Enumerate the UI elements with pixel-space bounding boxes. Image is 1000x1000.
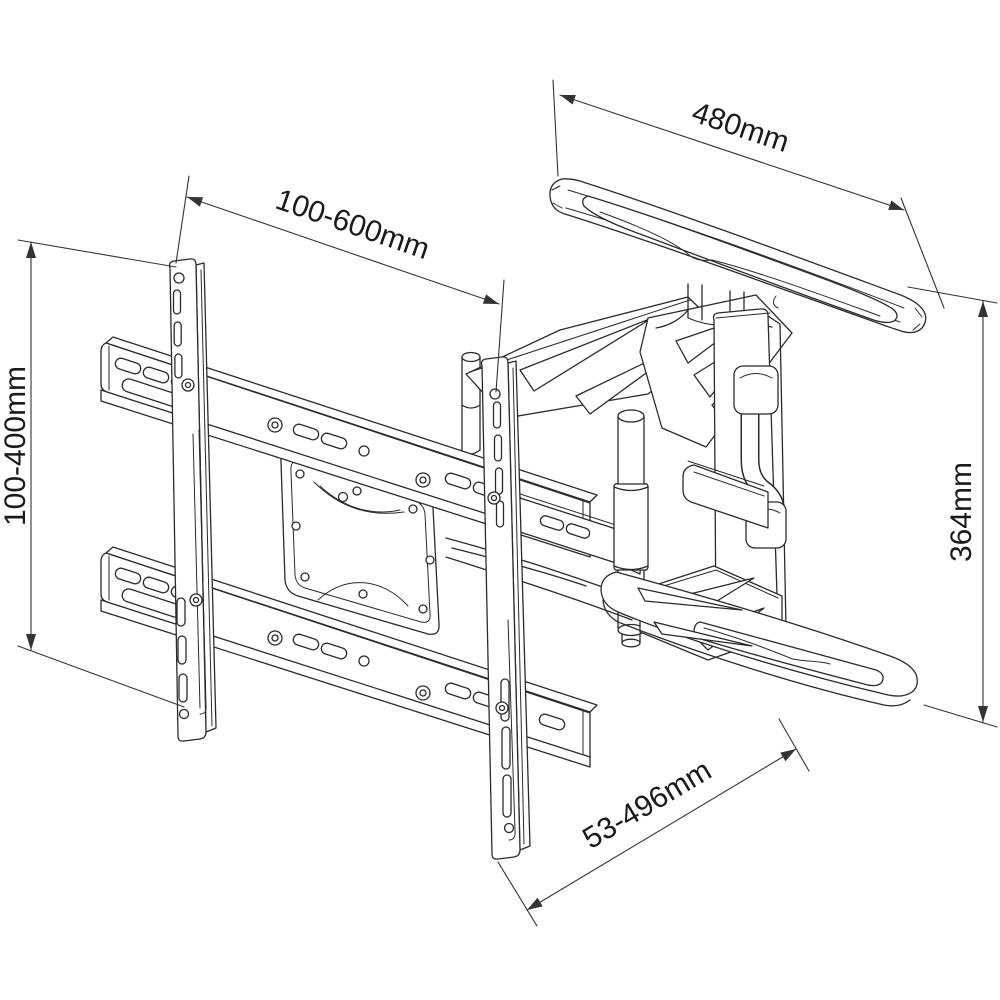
articulating-arm bbox=[465, 178, 927, 707]
tv-rail-left bbox=[168, 258, 217, 742]
column-bracket-bar bbox=[682, 460, 769, 529]
pivot-post-front bbox=[461, 351, 481, 455]
dimension-vesa-width: 100-600mm bbox=[175, 175, 505, 393]
dimension-vesa-height: 100-400mm bbox=[0, 239, 185, 708]
wall-bracket-bottom bbox=[600, 571, 918, 707]
crossbar-top bbox=[100, 336, 598, 558]
dimension-label-top-bracket-length: 480mm bbox=[688, 96, 793, 159]
crossbar-bottom bbox=[100, 546, 598, 768]
dimension-bracket-span: 364mm bbox=[907, 286, 998, 728]
tv-rail-right bbox=[480, 356, 531, 860]
mount-screws bbox=[267, 417, 431, 701]
dimension-label-extension: 53-496mm bbox=[577, 754, 717, 856]
wall-bracket-top bbox=[549, 178, 927, 334]
dimension-label-bracket-span: 364mm bbox=[945, 462, 978, 562]
dimension-label-vesa-height: 100-400mm bbox=[0, 366, 32, 526]
